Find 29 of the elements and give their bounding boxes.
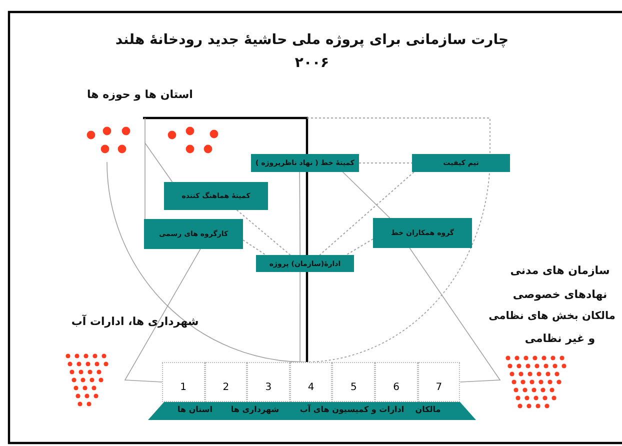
- table-cell: 4: [290, 362, 332, 402]
- table-cell: 6: [375, 362, 418, 402]
- connector-line: [358, 162, 412, 164]
- band-label: شهرداری ها: [230, 405, 280, 414]
- table-cell: 7: [418, 362, 460, 402]
- group-label: شهرداری ها، ادارات آب: [71, 315, 199, 328]
- group-label: نهادهای خصوصی: [512, 288, 608, 301]
- title: چارت سازمانی برای پروژه ملی حاشیهٔ جدید رودخانهٔ هلند: [115, 32, 509, 48]
- connector-line: [144, 142, 173, 220]
- connector-line: [236, 210, 291, 256]
- year: ۲۰۰۶: [294, 55, 330, 71]
- group-label: استان ها و حوزه ها: [87, 88, 193, 101]
- connector-line: [124, 248, 201, 382]
- connector-line: [342, 172, 390, 218]
- connector-line: [409, 248, 501, 382]
- connector-line: [319, 172, 414, 256]
- table-cell: 2: [204, 362, 248, 402]
- group-label: مالکان بخش های نظامی: [488, 310, 616, 322]
- group-label: سازمان های مدنی: [510, 264, 610, 277]
- band-label: ادارات و کمیسیون های آب: [300, 405, 404, 414]
- connector-line: [346, 238, 374, 256]
- connector-line: [242, 240, 266, 256]
- table-cell: 1: [162, 362, 205, 402]
- table-cell: 3: [247, 362, 290, 402]
- band-label: مالکان: [415, 405, 441, 414]
- connector-line: [299, 172, 300, 256]
- table-cell: 5: [332, 362, 375, 402]
- band-label: استان ها: [177, 405, 213, 414]
- group-label: و غیر نظامی: [524, 332, 596, 345]
